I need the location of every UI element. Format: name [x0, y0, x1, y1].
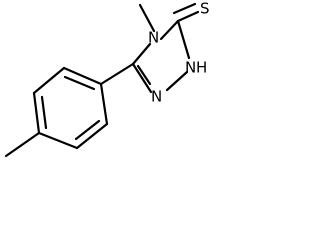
ring-nitrogen-label: N [151, 88, 162, 106]
bond-n2-n1 [165, 70, 189, 92]
bond-benzene-3-inner [63, 75, 96, 91]
bond-benzene-6 [37, 131, 79, 150]
bond-aryl-triazole [99, 62, 135, 86]
bond-c-s-inner [172, 2, 197, 15]
bond-benzene-1-inner [40, 95, 48, 130]
bond-c5-n4 [131, 42, 152, 66]
sulfur-atom-label: S [200, 0, 210, 18]
bond-benzene-5-inner [74, 119, 101, 141]
bond-n4-methyl [138, 3, 156, 33]
bond-c-s-outer [176, 10, 200, 23]
nh-nitrogen-label: N [185, 59, 196, 77]
bond-n4-c3 [159, 19, 180, 41]
nh-hydrogen-label: H [196, 59, 207, 77]
bond-benzene-3 [62, 66, 103, 86]
bond-benzene-4 [99, 82, 109, 126]
bond-c3-n2 [176, 19, 191, 60]
bond-benzene-2 [32, 66, 66, 95]
bond-n1-c5-inner [136, 64, 152, 86]
bond-tolyl-methyl [4, 131, 41, 158]
bond-n1-c5 [131, 62, 153, 94]
bond-benzene-5 [75, 122, 109, 150]
molecular-structure: S N N H N [4, 0, 210, 158]
bond-benzene-1 [32, 91, 41, 135]
methyl-nitrogen-label: N [148, 29, 159, 47]
